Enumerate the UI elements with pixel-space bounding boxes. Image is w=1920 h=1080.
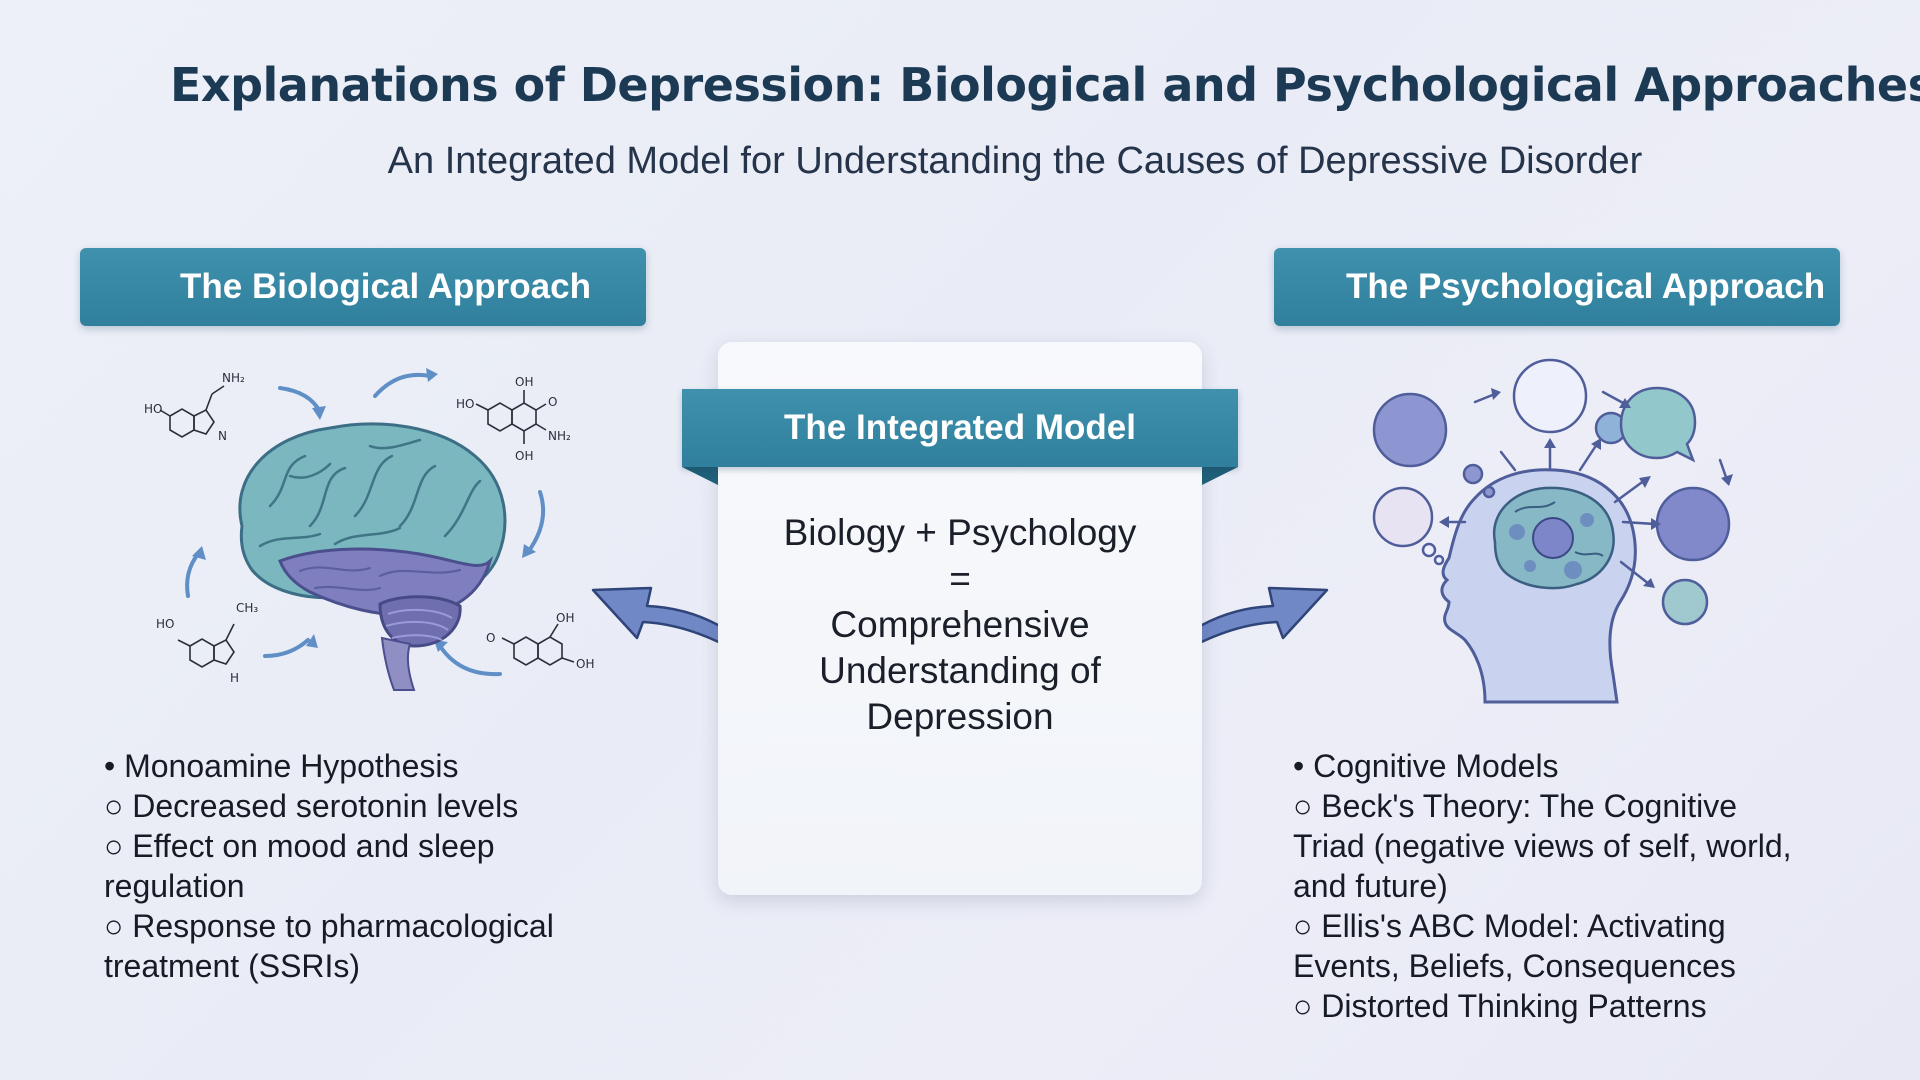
molecule-icon [501, 623, 575, 666]
psychological-approach-header: The Psychological Approach [1274, 248, 1840, 326]
molecule-label-ho: HO [144, 402, 162, 416]
molecule-label-oh: OH [515, 449, 533, 463]
molecule-label-oh: OH [515, 375, 533, 389]
curved-arrow-icon [1443, 390, 1729, 586]
molecule-icon [159, 385, 225, 438]
page-subtitle: An Integrated Model for Understanding th… [387, 140, 1643, 182]
list-item: • Monoamine Hypothesis [104, 748, 459, 784]
head-profile-illustration [1365, 352, 1745, 712]
equation-line: Biology + Psychology [783, 512, 1137, 553]
molecule-label-nh2: NH₂ [222, 371, 245, 385]
psychological-bullet-list: • Cognitive Models ○ Beck's Theory: The … [1293, 746, 1813, 1026]
list-item: ○ Beck's Theory: The Cognitive Triad (ne… [1293, 788, 1792, 904]
brain-illustration: HO NH₂ N HO OH O NH₂ OH HO CH₃ H [130, 356, 610, 706]
molecule-label-ho: HO [456, 397, 474, 411]
ribbon-fold-left [682, 467, 718, 485]
list-item: ○ Effect on mood and sleep regulation [104, 828, 495, 904]
brain-icon [1492, 486, 1615, 590]
list-item: ○ Response to pharmacological treatment … [104, 908, 554, 984]
molecule-label-n: N [218, 429, 227, 443]
integrated-model-header: The Integrated Model [682, 389, 1238, 467]
molecule-label-oh: OH [556, 611, 574, 625]
list-item: ○ Distorted Thinking Patterns [1293, 988, 1707, 1024]
arrow-heads [192, 368, 536, 652]
brain-icon [238, 422, 507, 691]
equation-line: Understanding of [819, 650, 1101, 691]
list-item: ○ Ellis's ABC Model: Activating Events, … [1293, 908, 1736, 984]
list-item: • Cognitive Models [1293, 748, 1559, 784]
ribbon-fold-right [1202, 467, 1238, 485]
page-title: Explanations of Depression: Biological a… [170, 58, 1920, 112]
molecule-label-o: O [548, 395, 557, 409]
equation-line: Depression [866, 696, 1054, 737]
molecule-label-oh: OH [576, 657, 594, 671]
integrated-model-equation: Biology + Psychology = Comprehensive Und… [718, 510, 1202, 740]
molecule-label-ch3: CH₃ [236, 601, 258, 615]
molecule-label-ho: HO [156, 617, 174, 631]
biological-approach-header: The Biological Approach [80, 248, 646, 326]
equation-line: Comprehensive [830, 604, 1090, 645]
thought-bubble-icon [1372, 358, 1731, 626]
arrow-heads [1439, 388, 1733, 588]
molecule-icon [177, 623, 235, 668]
equation-line: = [949, 558, 971, 599]
molecule-label-nh2: NH₂ [548, 429, 571, 443]
molecule-label-o: O [486, 631, 495, 645]
molecule-icon [475, 390, 547, 444]
molecule-label-h: H [230, 671, 239, 685]
biological-bullet-list: • Monoamine Hypothesis ○ Decreased serot… [104, 746, 604, 986]
list-item: ○ Decreased serotonin levels [104, 788, 519, 824]
